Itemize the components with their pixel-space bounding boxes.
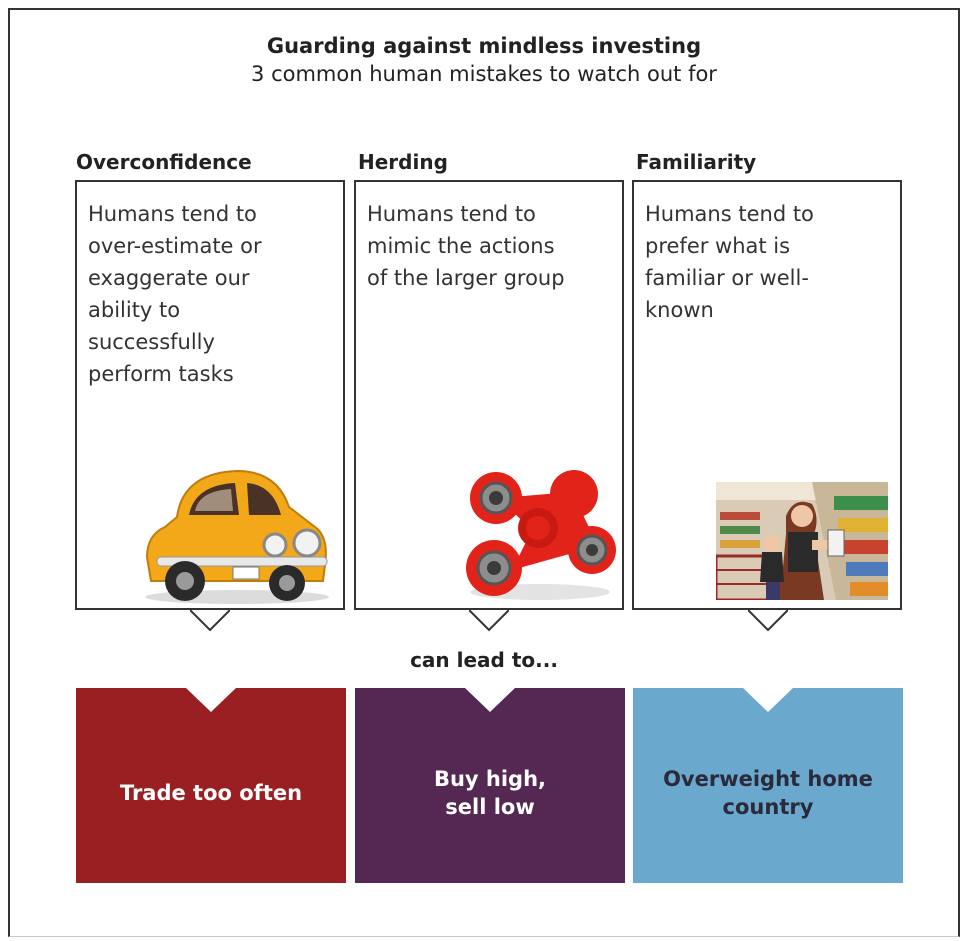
overconfidence-card: Humans tend to over-estimate or exaggera…	[75, 180, 345, 610]
herding-card: Humans tend to mimic the actions of the …	[354, 180, 624, 610]
grocery-shopping-photo	[716, 482, 888, 600]
herding-heading: Herding	[358, 150, 448, 174]
herding-pointer	[469, 609, 509, 632]
yellow-car-illustration	[145, 469, 329, 604]
familiarity-card: Humans tend to prefer what is familiar o…	[632, 180, 902, 610]
outcome-notch	[186, 688, 236, 712]
familiarity-heading: Familiarity	[636, 150, 757, 174]
outcome-notch	[465, 688, 515, 712]
outcome-label: Overweight home country	[663, 766, 873, 819]
diagram-frame	[8, 8, 960, 937]
diagram-title: Guarding against mindless investing	[266, 34, 702, 58]
outcome-overweight-home-country: Overweight home country	[633, 688, 903, 883]
overconfidence-heading: Overconfidence	[76, 150, 252, 174]
herding-text: Humans tend to mimic the actions of the …	[367, 202, 565, 290]
outcome-notch	[743, 688, 793, 712]
fidget-spinner-illustration	[466, 470, 616, 600]
outcome-label: Trade too often	[119, 780, 303, 805]
overconfidence-pointer	[190, 609, 230, 632]
overconfidence-text: Humans tend to over-estimate or exaggera…	[88, 202, 262, 386]
familiarity-pointer	[748, 609, 788, 632]
connector-label: can lead to...	[410, 648, 558, 672]
outcome-label: Buy high, sell low	[433, 766, 547, 819]
diagram-subtitle: 3 common human mistakes to watch out for	[251, 62, 717, 86]
outcome-buy-high-sell-low: Buy high, sell low	[355, 688, 625, 883]
outcome-trade-too-often: Trade too often	[76, 688, 346, 883]
familiarity-text: Humans tend to prefer what is familiar o…	[645, 202, 814, 322]
